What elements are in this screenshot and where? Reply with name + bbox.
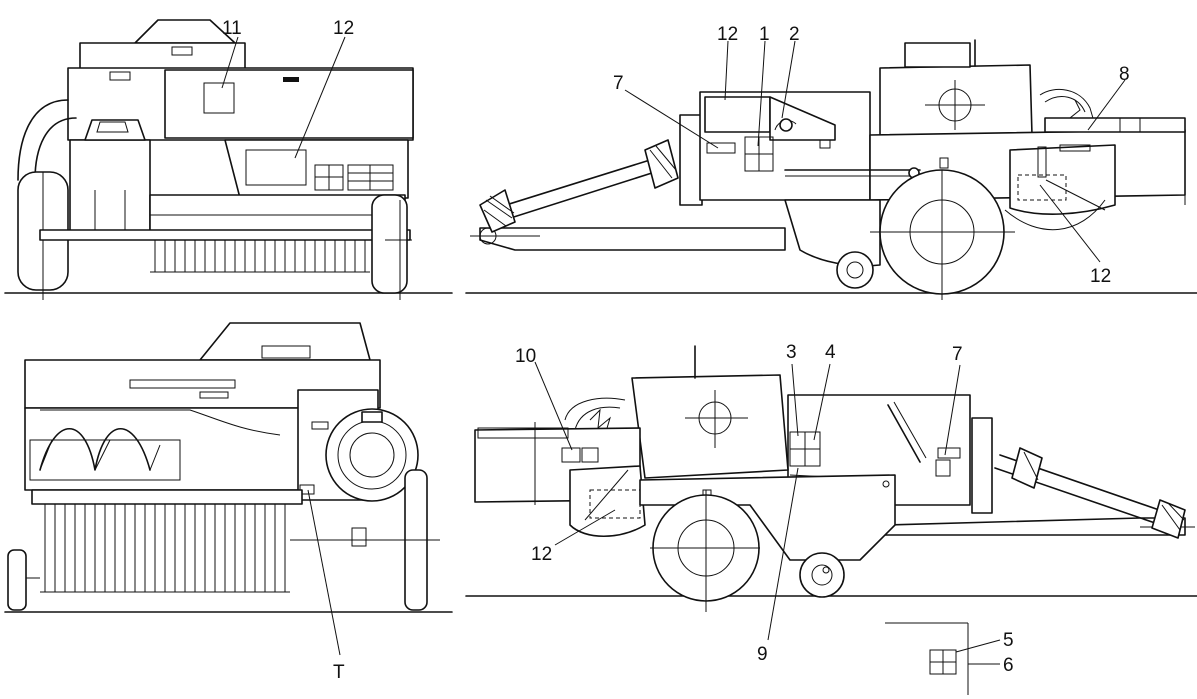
decal-inset	[885, 622, 1001, 695]
callout-12-right-bottom: 12	[1090, 266, 1111, 287]
right-side-view	[465, 39, 1197, 300]
callout-4: 4	[825, 342, 836, 363]
callout-7-left: 7	[952, 344, 963, 365]
callout-10: 10	[515, 346, 536, 367]
callout-7-right: 7	[613, 73, 624, 94]
callout-1: 1	[759, 24, 770, 45]
rear-pickup-tines	[40, 504, 290, 593]
callout-T: T	[333, 662, 345, 683]
callout-2: 2	[789, 24, 800, 45]
callout-8: 8	[1119, 64, 1130, 85]
callout-3: 3	[786, 342, 797, 363]
callout-12-left: 12	[531, 544, 552, 565]
callout-5: 5	[1003, 630, 1014, 651]
rear-view	[4, 322, 453, 656]
front-view	[4, 19, 453, 300]
callout-12-right-top: 12	[717, 24, 738, 45]
callout-6: 6	[1003, 655, 1014, 676]
callout-12: 12	[333, 18, 354, 39]
callout-9: 9	[757, 644, 768, 665]
callout-11: 11	[222, 18, 242, 39]
front-pickup-tines	[150, 240, 370, 273]
left-side-view	[465, 345, 1197, 641]
